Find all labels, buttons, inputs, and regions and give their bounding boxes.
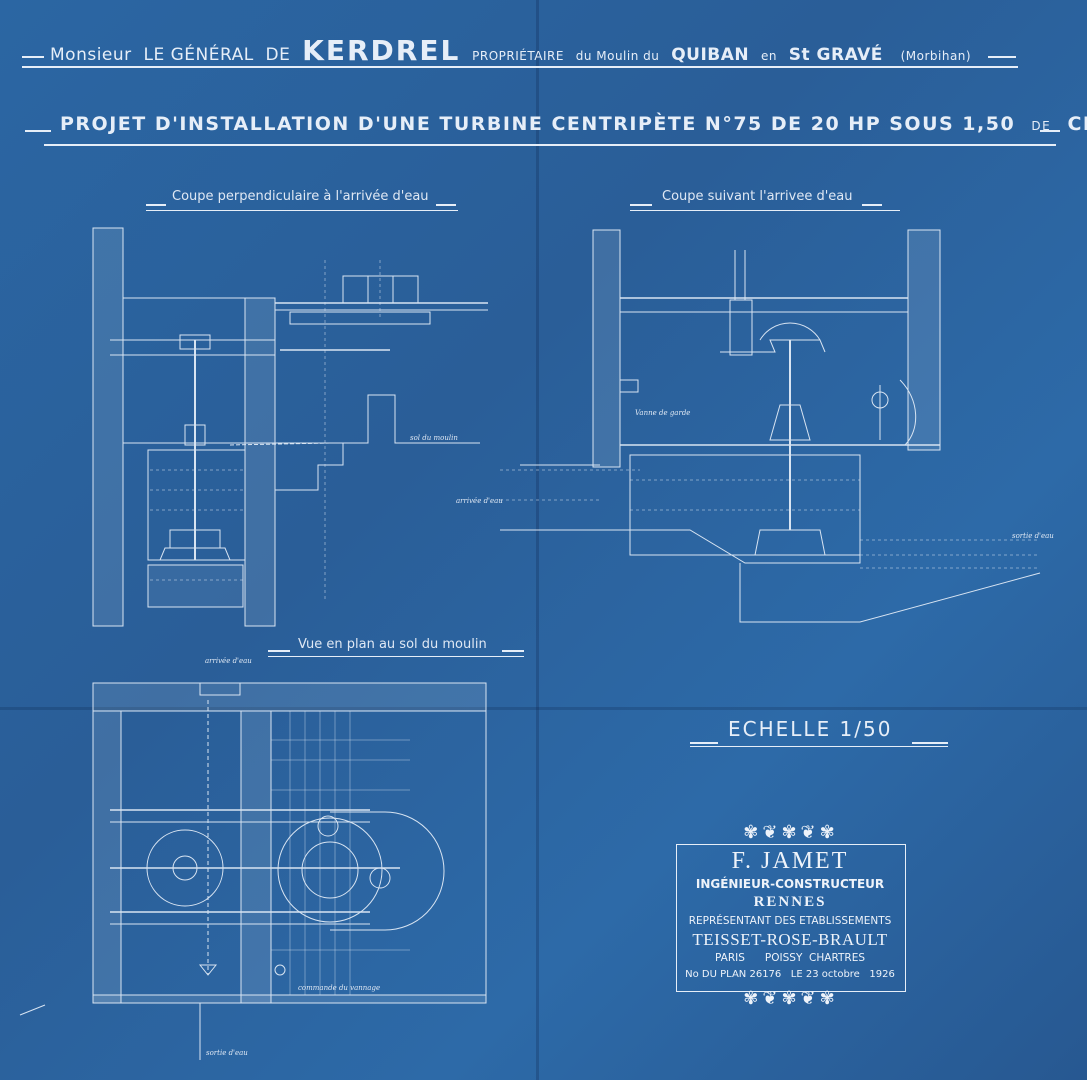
rule xyxy=(1040,130,1060,132)
mill-prefix: du Moulin du xyxy=(575,49,660,63)
stamp-cities: PARIS POISSY CHARTRES xyxy=(715,952,865,964)
note-commande: commande du vannage xyxy=(298,984,380,992)
rule xyxy=(988,56,1016,58)
header-underline xyxy=(22,66,1018,68)
rule xyxy=(268,650,290,652)
rule xyxy=(630,210,900,211)
rule xyxy=(862,204,882,206)
project-chute: CHUTE xyxy=(1067,113,1087,135)
maker-stamp: ✾❦✾❦✾ F. JAMET INGÉNIEUR-CONSTRUCTEUR RE… xyxy=(676,822,906,1012)
project-title: PROJET D'INSTALLATION D'UNE TURBINE CENT… xyxy=(60,113,1087,135)
rule xyxy=(146,210,458,211)
mill-region: (Morbihan) xyxy=(900,49,972,63)
stamp-city: RENNES xyxy=(753,894,827,910)
note-arrivee-eau: arrivée d'eau xyxy=(456,497,503,505)
stamp-plan-number: No DU PLAN 26176 LE 23 octobre 1926 xyxy=(685,969,895,980)
mill-town: St GRAVÉ xyxy=(788,45,883,65)
owner-de: DE xyxy=(265,45,291,65)
project-underline xyxy=(44,144,1056,146)
drawing-annotations: sol du moulin arrivée d'eau arrivée d'ea… xyxy=(205,409,1054,1057)
fold-vertical xyxy=(536,0,539,1080)
stamp-rep: REPRÉSENTANT DES ETABLISSEMENTS xyxy=(688,915,892,927)
caption-right-section: Coupe suivant l'arrivee d'eau xyxy=(662,189,853,204)
scale-label: ECHELLE 1/50 xyxy=(728,717,893,741)
owner-line: Monsieur LE GÉNÉRAL DE KERDREL PROPRIÉTA… xyxy=(50,34,1087,67)
project-de: DE xyxy=(1031,119,1052,133)
stamp-role: INGÉNIEUR-CONSTRUCTEUR xyxy=(695,877,885,891)
stamp-frame xyxy=(676,844,906,992)
rule xyxy=(22,56,44,58)
ornament-bottom: ✾❦✾❦✾ xyxy=(743,988,839,1008)
rule xyxy=(630,204,652,206)
rule xyxy=(690,742,718,744)
note-right-sortie: sortie d'eau xyxy=(1012,532,1054,540)
owner-general: LE GÉNÉRAL xyxy=(143,45,254,65)
note-sol-moulin: sol du moulin xyxy=(410,434,458,442)
rule xyxy=(146,204,166,206)
rule xyxy=(912,742,948,744)
stamp-name: F. JAMET xyxy=(731,848,849,874)
caption-left-section: Coupe perpendiculaire à l'arrivée d'eau xyxy=(172,189,429,204)
owner-role: PROPRIÉTAIRE xyxy=(472,49,564,63)
owner-name: KERDREL xyxy=(302,34,461,67)
rule xyxy=(690,746,948,747)
stamp-firm: TEISSET-ROSE-BRAULT xyxy=(692,930,888,949)
rule xyxy=(268,656,524,657)
left-section-drawing xyxy=(92,227,488,627)
note-vanne: Vanne de garde xyxy=(635,409,690,417)
note-plan-arrivee: arrivée d'eau xyxy=(205,657,252,665)
rule xyxy=(436,204,456,206)
mill-name: QUIBAN xyxy=(671,45,750,65)
rule xyxy=(25,130,51,132)
right-section-drawing xyxy=(500,229,1041,623)
mill-en: en xyxy=(760,49,777,63)
project-title-text: PROJET D'INSTALLATION D'UNE TURBINE CENT… xyxy=(60,113,1016,135)
plan-view-drawing xyxy=(19,682,487,1060)
ornament-top: ✾❦✾❦✾ xyxy=(743,822,839,842)
caption-plan: Vue en plan au sol du moulin xyxy=(298,637,487,652)
owner-monsieur: Monsieur xyxy=(50,45,132,65)
note-plan-sortie: sortie d'eau xyxy=(206,1049,248,1057)
rule xyxy=(502,650,524,652)
fold-horizontal xyxy=(0,707,1087,710)
